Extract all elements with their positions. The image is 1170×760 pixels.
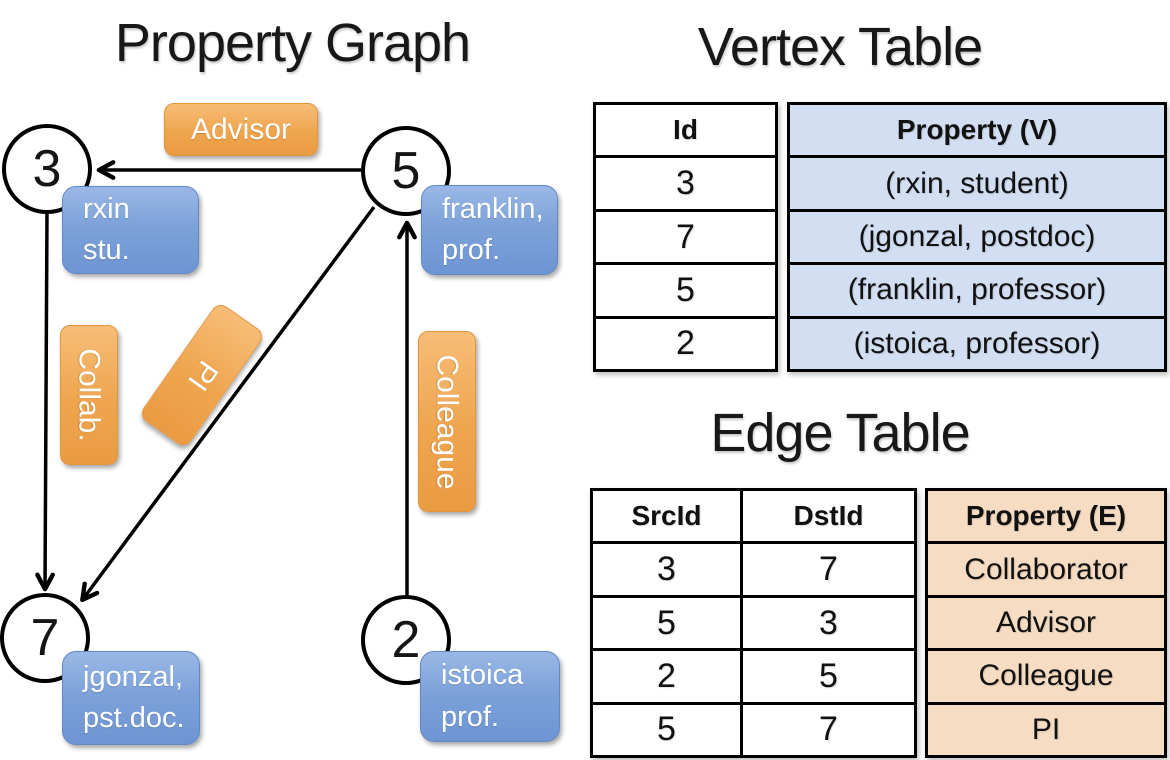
vertex-property-box-rxin: rxin stu.	[62, 186, 199, 274]
vertex-circle-5: 5	[361, 126, 451, 216]
edge-label-collab: Collab.	[60, 325, 118, 465]
edge-table-ids-columns: SrcId DstId 3 7 5 3 2 5 5 7	[590, 488, 917, 758]
vertex-property-line: stu.	[83, 234, 130, 266]
vertex-table-property-header: Property (V)	[896, 114, 1058, 146]
table-row: 5 3	[593, 594, 914, 649]
table-cell: PI	[928, 701, 1164, 755]
edge-table-property-column: Property (E) Collaborator Advisor Collea…	[925, 488, 1167, 758]
table-cell: (rxin, student)	[790, 155, 1164, 208]
edge-label-text: PI	[180, 354, 225, 397]
edge-label-text: Advisor	[190, 112, 292, 146]
edge-table-property-header: Property (E)	[965, 500, 1127, 532]
vertex-property-line: prof.	[441, 700, 500, 733]
table-cell: 5	[657, 710, 676, 749]
vertex-id: 5	[391, 142, 421, 200]
edge-label-advisor: Advisor	[164, 103, 318, 156]
table-cell: 7	[740, 544, 914, 595]
vertex-property-box-istoica: istoica prof.	[420, 651, 560, 742]
vertex-table-title: Vertex Table	[697, 17, 983, 77]
edge-table-title: Edge Table	[710, 403, 970, 463]
table-cell: 5	[596, 262, 775, 315]
table-cell: 3	[657, 550, 676, 589]
vertex-property-line: jgonzal,	[83, 660, 183, 693]
vertex-table-id-header: Id	[673, 114, 698, 146]
vertex-circle-3: 3	[2, 124, 92, 214]
vertex-property-line: rxin	[83, 192, 130, 225]
vertex-property-line: istoica	[441, 659, 524, 692]
table-cell: 3	[740, 597, 914, 649]
table-cell: (istoica, professor)	[790, 315, 1164, 369]
table-cell: Colleague	[928, 648, 1164, 701]
edge-label-text: Colleague	[431, 353, 465, 490]
table-cell: 5	[657, 603, 676, 642]
edge-collaborator-3-to-7	[35, 211, 55, 592]
vertex-property-box-jgonzal: jgonzal, pst.doc.	[62, 651, 200, 745]
table-cell: (franklin, professor)	[790, 262, 1164, 315]
table-cell: Collaborator	[928, 541, 1164, 594]
edge-table-dstid-header: DstId	[740, 491, 914, 542]
table-row: 5 7	[593, 701, 914, 756]
table-row: 3 7	[593, 541, 914, 595]
edge-table-srcid-header: SrcId	[631, 500, 702, 532]
table-cell: Advisor	[928, 594, 1164, 648]
vertex-property-line: franklin,	[442, 192, 544, 225]
vertex-id: 3	[32, 140, 62, 198]
edge-label-colleague: Colleague	[418, 331, 476, 512]
table-cell: 2	[657, 656, 676, 695]
table-cell: 3	[596, 155, 775, 208]
table-cell: 2	[596, 315, 775, 369]
edge-label-text: Collab.	[73, 348, 107, 442]
vertex-property-line: prof.	[442, 234, 501, 266]
table-cell: 7	[740, 704, 914, 756]
table-row: SrcId DstId	[593, 491, 914, 542]
table-row: 2 5	[593, 648, 914, 702]
edge-label-pi: PI	[138, 301, 266, 449]
vertex-property-box-franklin: franklin, prof.	[421, 185, 558, 275]
vertex-property-line: pst.doc.	[83, 702, 185, 734]
vertex-id: 2	[391, 611, 421, 669]
vertex-id: 7	[30, 609, 60, 667]
table-cell: 7	[596, 208, 775, 262]
vertex-table-property-column: Property (V) (rxin, student) (jgonzal, p…	[787, 102, 1167, 372]
table-cell: (jgonzal, postdoc)	[790, 208, 1164, 262]
table-cell: 5	[740, 651, 914, 702]
vertex-table-id-column: Id 3 7 5 2	[593, 102, 778, 372]
property-graph-title: Property Graph	[114, 13, 471, 73]
